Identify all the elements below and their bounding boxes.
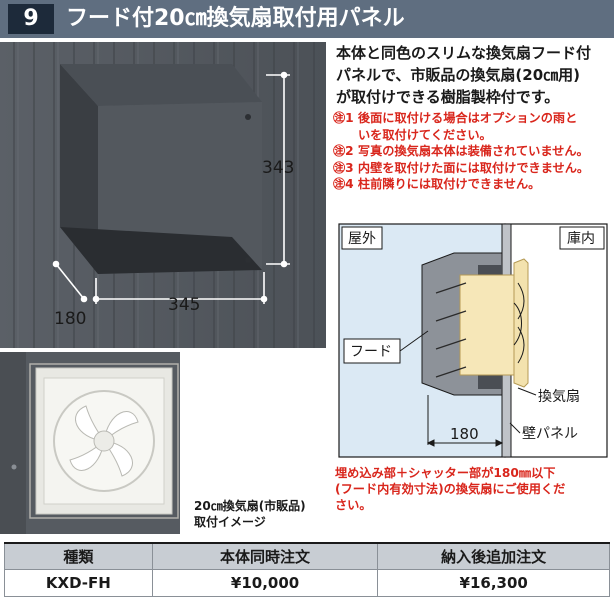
price-table: 種類 本体同時注文 納入後追加注文 KXD-FH ¥10,000 ¥16,300: [4, 542, 610, 597]
usage-note-line: (フード内有効寸法)の換気扇にご使用くだ: [335, 482, 566, 496]
dim-depth-label: 180: [54, 309, 86, 329]
note-3: ㊟3 内壁を取付けた面には取付けできません。: [333, 160, 590, 175]
price-cell: ¥10,000: [151, 568, 379, 597]
usage-note: 埋め込み部＋シャッター部が180㎜以下 (フード内有効寸法)の換気扇にご使用くだ…: [335, 465, 614, 513]
dim-width-label: 345: [168, 295, 200, 315]
hood-illustration: 343 180 345: [0, 42, 326, 348]
diagram-svg: 屋外 庫内 フード 換気扇 壁パネル 180: [338, 223, 608, 458]
inside-label: 庫内: [567, 230, 595, 247]
intro-line: 本体と同色のスリムな換気扇フード付: [336, 44, 592, 62]
section-header: 9 フード付20㎝換気扇取付用パネル: [0, 0, 614, 38]
notes-list: ㊟1 後面に取付ける場合はオプションの雨と いを取付けてください。 ㊟2 写真の…: [333, 110, 614, 193]
hood-photo: 343 180 345: [0, 42, 326, 348]
note-4: ㊟4 柱前隣りには取付けできません。: [333, 177, 541, 191]
usage-note-line: 埋め込み部＋シャッター部が180㎜以下: [335, 466, 556, 480]
fan-label: 換気扇: [538, 389, 580, 405]
column-header: 納入後追加注文: [377, 542, 610, 570]
cross-section-diagram: 屋外 庫内 フード 換気扇 壁パネル 180: [338, 223, 608, 458]
column-header: 種類: [4, 542, 153, 570]
photo-caption: 20㎝換気扇(市販品) 取付イメージ: [194, 498, 306, 530]
note-1-continued: いを取付けてください。: [358, 127, 492, 142]
intro-line: が取付けできる樹脂製枠付です。: [336, 88, 560, 106]
intro-text: 本体と同色のスリムな換気扇フード付 パネルで、市販品の換気扇(20㎝用) が取付…: [336, 42, 611, 108]
product-code-cell: KXD-FH: [4, 568, 153, 597]
note-1: ㊟1 後面に取付ける場合はオプションの雨と: [333, 111, 578, 125]
intro-line: パネルで、市販品の換気扇(20㎝用): [336, 66, 580, 84]
wall-panel-label: 壁パネル: [522, 426, 578, 442]
table-row: KXD-FH ¥10,000 ¥16,300: [4, 568, 610, 597]
fan-photo: [0, 352, 180, 534]
hood-label: フード: [350, 344, 392, 360]
price-cell: ¥16,300: [377, 568, 610, 597]
page-title: フード付20㎝換気扇取付用パネル: [66, 6, 405, 31]
table-header-row: 種類 本体同時注文 納入後追加注文: [4, 542, 610, 570]
caption-line: 20㎝換気扇(市販品): [194, 499, 306, 513]
fan-illustration: [0, 352, 180, 534]
section-number: 9: [8, 4, 54, 34]
outside-label: 屋外: [348, 231, 376, 247]
caption-line: 取付イメージ: [194, 515, 266, 529]
usage-note-line: さい。: [335, 498, 372, 512]
dim-height-label: 343: [262, 158, 294, 178]
dimension-label: 180: [450, 425, 479, 443]
column-header: 本体同時注文: [151, 542, 379, 570]
note-2: ㊟2 写真の換気扇本体は装備されていません。: [333, 144, 589, 158]
